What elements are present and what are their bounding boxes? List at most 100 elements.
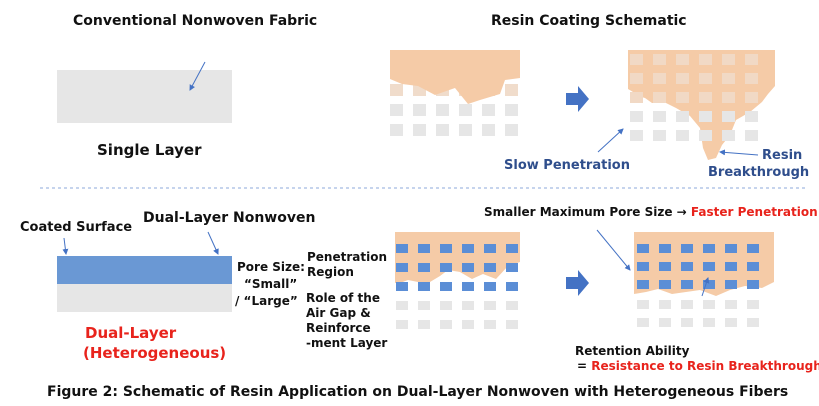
pore-block <box>506 301 518 310</box>
pore-block <box>653 92 666 103</box>
retention-resistance-label: = Resistance to Resin Breakthrough <box>577 359 819 373</box>
pore-block <box>506 244 518 253</box>
single-layer-pointer-arrow <box>189 61 206 91</box>
pore-block <box>681 262 693 271</box>
pore-block <box>747 244 759 253</box>
pore-block <box>462 244 474 253</box>
pore-block <box>703 280 715 289</box>
pore-block <box>699 73 712 84</box>
pore-block <box>390 124 403 136</box>
pore-block <box>396 320 408 329</box>
pore-block <box>462 263 474 272</box>
pore-block <box>418 263 430 272</box>
pore-block <box>637 280 649 289</box>
pore-block <box>506 320 518 329</box>
pore-size-small: “Small” <box>244 277 298 291</box>
resin-coating-title: Resin Coating Schematic <box>491 13 687 29</box>
pore-block <box>630 130 643 141</box>
pore-block <box>396 301 408 310</box>
pore-block <box>722 92 735 103</box>
resin-label: Resin <box>762 148 803 163</box>
pore-block <box>637 318 649 327</box>
dual-layer-pointer <box>207 231 219 255</box>
pore-block <box>681 318 693 327</box>
pore-block <box>676 92 689 103</box>
role-label-1: Role of the <box>306 291 380 305</box>
pore-block <box>482 124 495 136</box>
pore-block <box>747 318 759 327</box>
single-layer-label: Single Layer <box>97 141 202 159</box>
pore-block <box>440 263 452 272</box>
role-label-2: Air Gap & <box>306 306 371 320</box>
pore-block <box>459 124 472 136</box>
pore-block <box>630 73 643 84</box>
pore-block <box>440 301 452 310</box>
single-layer-fabric <box>57 70 232 123</box>
pore-block <box>440 282 452 291</box>
pore-block <box>676 73 689 84</box>
pore-block <box>505 84 518 96</box>
retention-ability-label: Retention Ability <box>575 344 690 358</box>
pore-block <box>659 244 671 253</box>
pore-block <box>747 262 759 271</box>
pore-block <box>505 124 518 136</box>
pore-block <box>462 301 474 310</box>
pore-block <box>745 111 758 122</box>
pore-block <box>725 300 737 309</box>
pore-block <box>482 104 495 116</box>
slow-penetration-pointer <box>597 128 624 153</box>
pore-block <box>676 54 689 65</box>
role-label-4: -ment Layer <box>306 336 388 350</box>
pore-block <box>703 300 715 309</box>
pore-block <box>396 244 408 253</box>
pore-block <box>745 130 758 141</box>
pore-block <box>747 300 759 309</box>
pore-block <box>484 320 496 329</box>
pore-block <box>676 111 689 122</box>
pore-block <box>722 54 735 65</box>
pore-block <box>699 54 712 65</box>
pore-block <box>703 262 715 271</box>
breakthrough-pointer <box>719 149 759 156</box>
pore-block <box>637 300 649 309</box>
pore-block <box>659 262 671 271</box>
pore-block <box>396 263 408 272</box>
pore-block <box>440 244 452 253</box>
penetration-label: Penetration <box>307 250 388 264</box>
pore-block <box>418 301 430 310</box>
pore-block <box>681 244 693 253</box>
dual-layer-heading: Dual-Layer <box>85 324 177 342</box>
retention-pointer <box>701 277 710 297</box>
pore-block <box>725 262 737 271</box>
pore-block <box>659 300 671 309</box>
pore-block <box>653 111 666 122</box>
pore-block <box>413 124 426 136</box>
pore-block <box>747 280 759 289</box>
pore-block <box>418 244 430 253</box>
conventional-title: Conventional Nonwoven Fabric <box>73 13 318 29</box>
pore-block <box>681 300 693 309</box>
role-label-3: Reinforce <box>306 321 371 335</box>
pore-block <box>505 104 518 116</box>
smaller-pore-label: Smaller Maximum Pore Size → Faster Penet… <box>484 205 818 219</box>
pore-block <box>506 282 518 291</box>
pore-block <box>390 104 403 116</box>
equals-sign: = <box>577 359 588 373</box>
pore-block <box>699 130 712 141</box>
pore-block <box>413 104 426 116</box>
pore-block <box>484 282 496 291</box>
pore-block <box>418 320 430 329</box>
penetration-region-resin <box>395 232 520 283</box>
pore-block <box>745 54 758 65</box>
pore-block <box>440 320 452 329</box>
pore-block <box>653 54 666 65</box>
pore-block <box>725 280 737 289</box>
pore-block <box>436 104 449 116</box>
coated-surface-label: Coated Surface <box>20 220 133 235</box>
pore-block <box>745 92 758 103</box>
smaller-pore-text: Smaller Maximum Pore Size → <box>484 205 687 219</box>
pore-block <box>630 54 643 65</box>
pore-block <box>630 111 643 122</box>
pore-block <box>459 104 472 116</box>
